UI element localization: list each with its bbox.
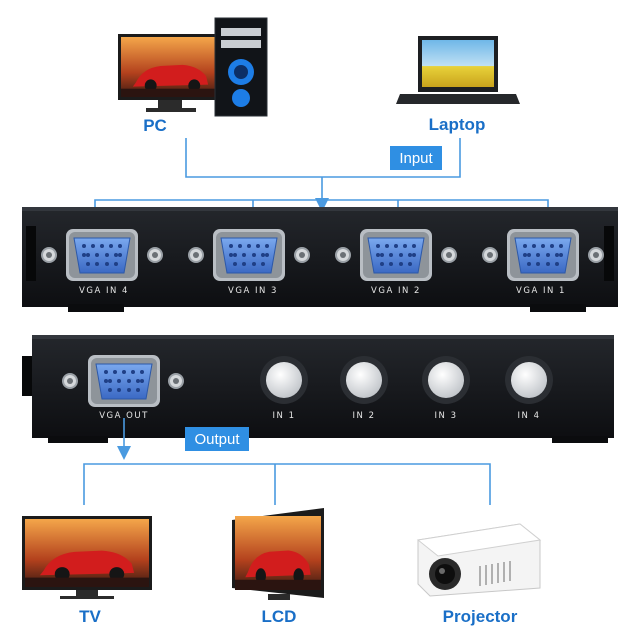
projector-label: Projector (443, 607, 518, 626)
in-4-label: IN 4 (518, 411, 541, 421)
vga-in-2-label: VGA IN 2 (371, 286, 421, 296)
lcd-label: LCD (262, 607, 297, 626)
vga-in-1-port (506, 228, 580, 282)
in-1-button[interactable] (260, 356, 308, 404)
tv-icon (22, 516, 152, 599)
output-arrow-icon (117, 446, 131, 460)
vga-in-4-port (65, 228, 139, 282)
output-tag-label: Output (194, 431, 240, 448)
laptop-icon (396, 36, 520, 104)
screw-icon (294, 247, 310, 263)
output-tag (185, 427, 249, 451)
pc-icon (118, 17, 268, 117)
screw-icon (62, 373, 78, 389)
screw-icon (482, 247, 498, 263)
in-4-button[interactable] (505, 356, 553, 404)
screw-icon (41, 247, 57, 263)
tv-label: TV (79, 607, 101, 626)
in-1-label: IN 1 (273, 411, 296, 421)
lcd-icon (232, 508, 324, 600)
screw-icon (335, 247, 351, 263)
projector-icon (416, 523, 542, 597)
screw-icon (441, 247, 457, 263)
vga-in-1-label: VGA IN 1 (516, 286, 566, 296)
laptop-label: Laptop (429, 115, 486, 134)
vga-in-2-port (359, 228, 433, 282)
in-3-label: IN 3 (435, 411, 458, 421)
in-2-button[interactable] (340, 356, 388, 404)
screw-icon (588, 247, 604, 263)
input-arrow-icon (315, 198, 329, 212)
vga-in-3-port (212, 228, 286, 282)
screw-icon (168, 373, 184, 389)
vga-in-4-label: VGA IN 4 (79, 286, 129, 296)
vga-out-label: VGA OUT (99, 411, 149, 421)
in-3-button[interactable] (422, 356, 470, 404)
screw-icon (147, 247, 163, 263)
vga-out-port (87, 354, 161, 408)
pc-label: PC (143, 116, 167, 135)
vga-in-3-label: VGA IN 3 (228, 286, 278, 296)
input-tag-label: Input (399, 150, 433, 167)
screw-icon (188, 247, 204, 263)
in-2-label: IN 2 (353, 411, 376, 421)
input-tag (390, 146, 442, 170)
